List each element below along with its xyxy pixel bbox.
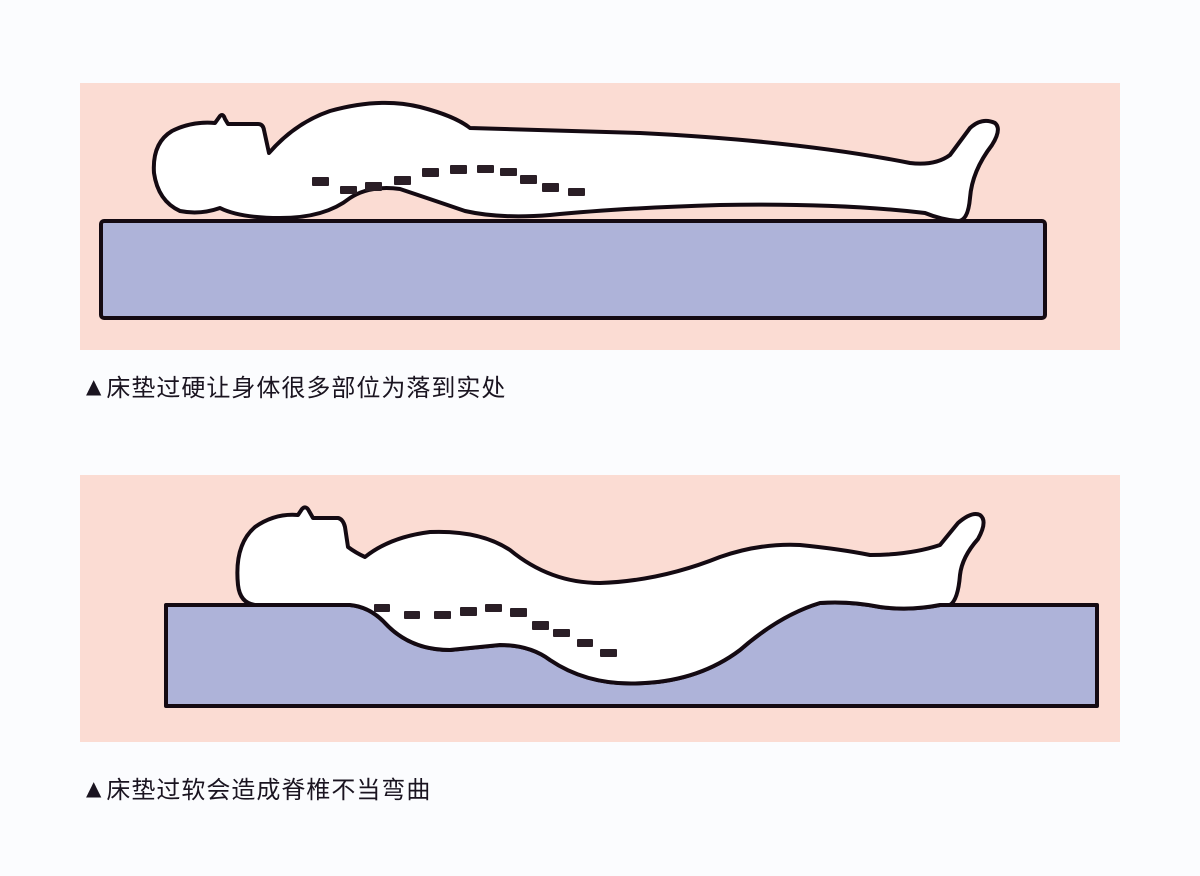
caption-text: 床垫过软会造成脊椎不当弯曲	[106, 776, 432, 804]
triangle-marker-icon: ▲	[86, 775, 103, 800]
caption-text: 床垫过硬让身体很多部位为落到实处	[106, 374, 507, 402]
spine-line	[374, 604, 617, 657]
triangle-marker-icon: ▲	[86, 373, 103, 398]
body-silhouette	[235, 505, 986, 686]
spine-line	[312, 165, 585, 196]
body-silhouette	[151, 100, 1000, 223]
soft-mattress-illustration	[164, 505, 1099, 708]
hard-mattress	[99, 219, 1047, 320]
hard-mattress-illustration-panel	[80, 83, 1120, 350]
soft-mattress-caption: ▲ 床垫过软会造成脊椎不当弯曲	[86, 770, 431, 805]
soft-mattress-illustration-panel	[80, 475, 1120, 742]
hard-mattress-illustration	[99, 100, 1047, 320]
hard-mattress-caption: ▲ 床垫过硬让身体很多部位为落到实处	[86, 368, 506, 403]
